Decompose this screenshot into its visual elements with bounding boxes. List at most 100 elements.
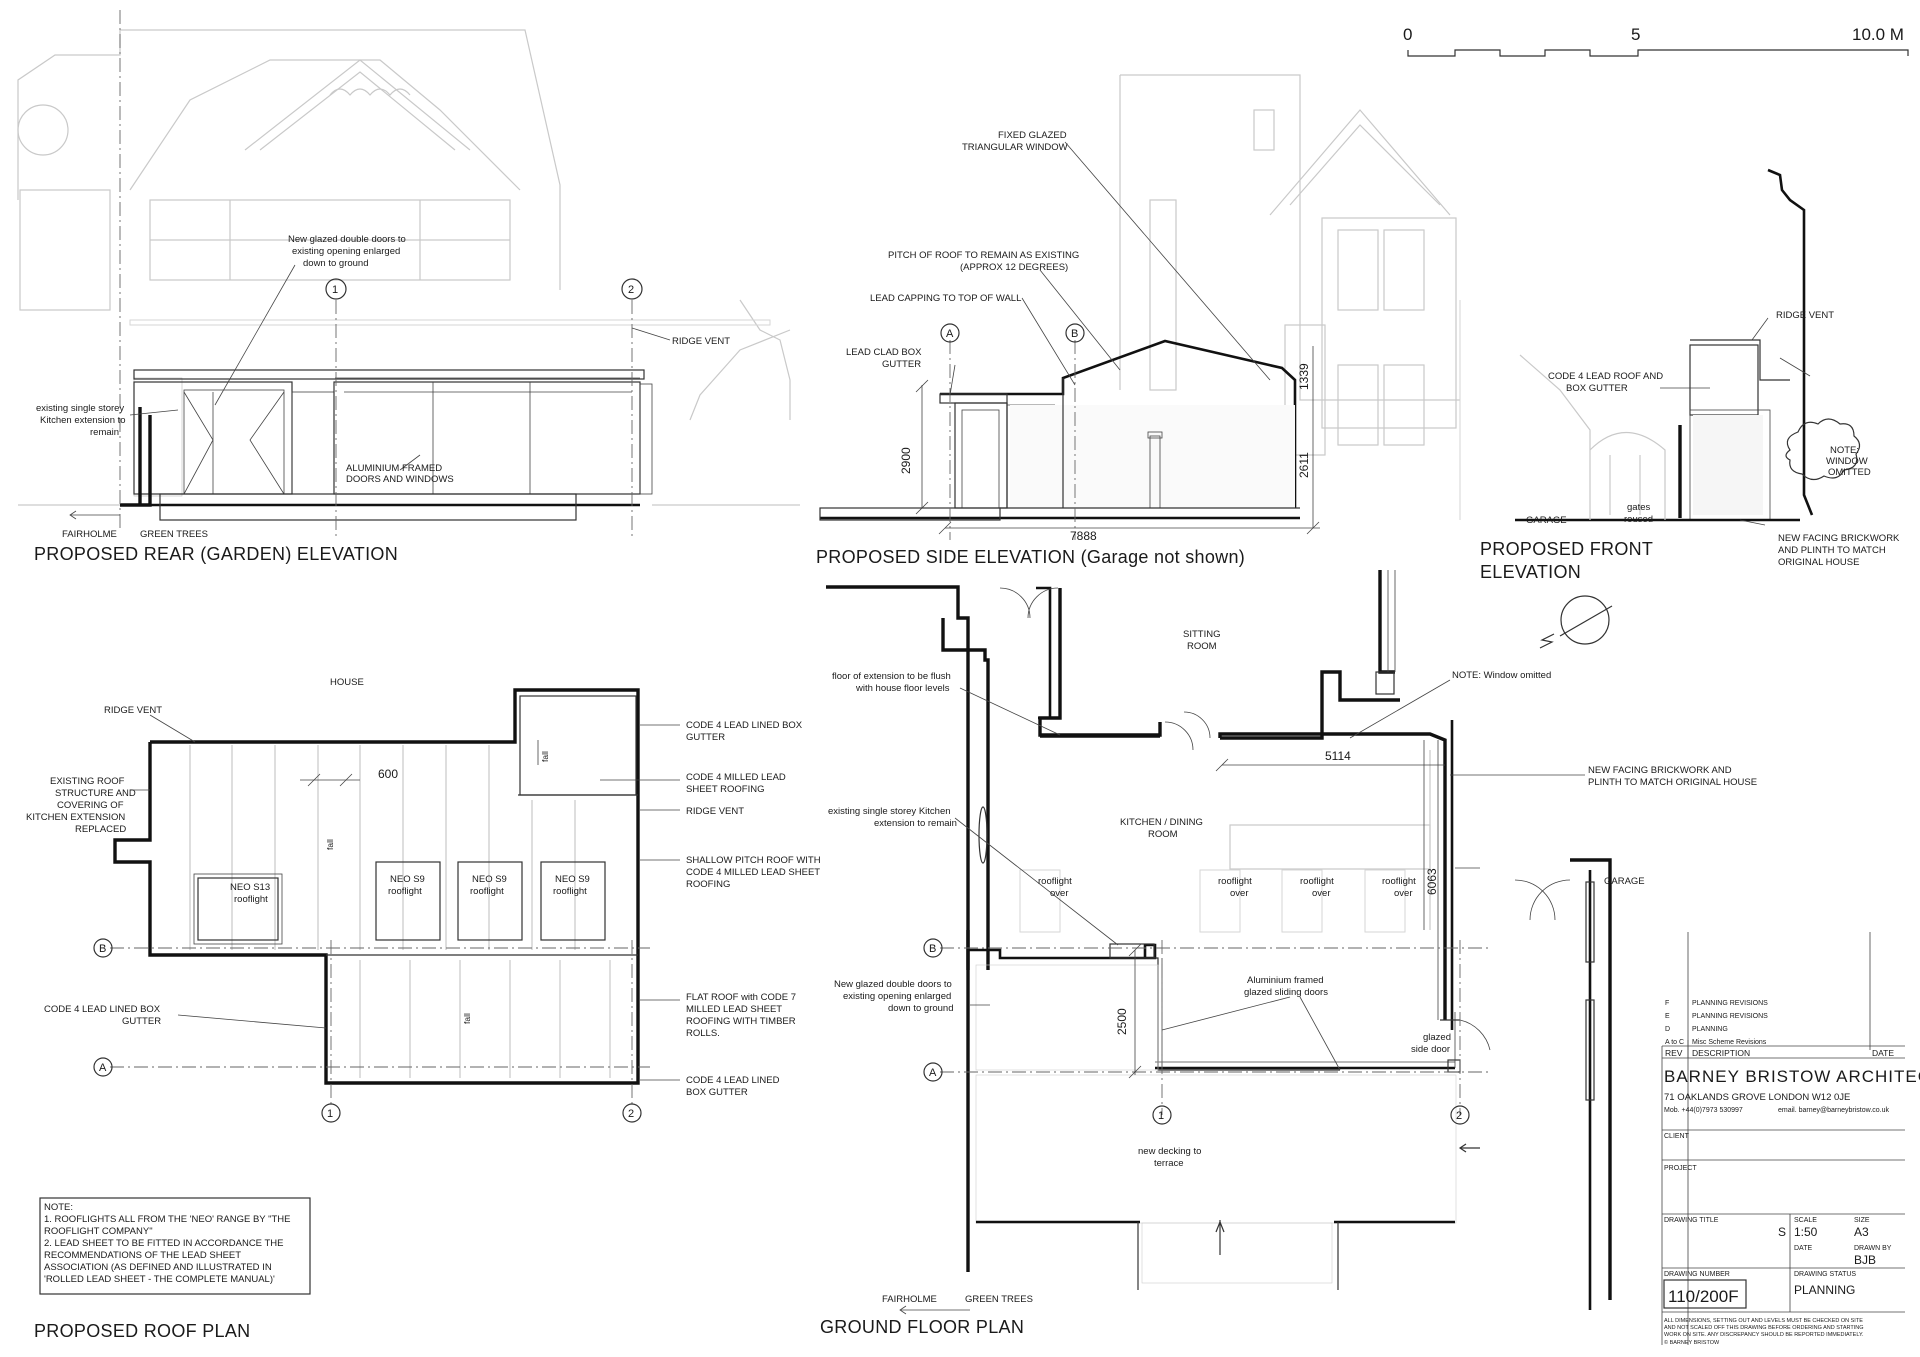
- front-note-brick-3: ORIGINAL HOUSE: [1778, 557, 1859, 568]
- plan-grid-bubble-A-label: A: [929, 1067, 937, 1079]
- roof-note-lined-1: CODE 4 LEAD LINED: [686, 1075, 780, 1086]
- plan-new-facing-1: NEW FACING BRICKWORK AND: [1588, 765, 1732, 776]
- plan-dim-6063: 6063: [1425, 868, 1439, 895]
- front-note-code4-1: CODE 4 LEAD ROOF AND: [1548, 371, 1663, 382]
- roof-note-flat-1: FLAT ROOF with CODE 7: [686, 992, 796, 1003]
- disclaimer-3: WORK ON SITE. ANY DISCREPANCY SHOULD BE …: [1664, 1332, 1864, 1338]
- size-label: SIZE: [1854, 1217, 1870, 1224]
- plan-rooflight-1-a: rooflight: [1038, 876, 1072, 887]
- plan-rooflight-4-b: over: [1394, 888, 1412, 899]
- roof-note-flat-2: MILLED LEAD SHEET: [686, 1004, 782, 1015]
- roof-note-existing-3: COVERING OF: [57, 800, 124, 811]
- roof-grid-bubble-2-label: 2: [628, 1108, 634, 1120]
- roof-grid-bubble-B-label: B: [99, 943, 106, 955]
- roof-note-code4-left-2: GUTTER: [122, 1016, 161, 1027]
- plan-glazed-side-2: side door: [1411, 1044, 1450, 1055]
- firm-email: email. barney@barneybristow.co.uk: [1778, 1107, 1889, 1114]
- roof-note-lined-2: BOX GUTTER: [686, 1087, 748, 1098]
- side-brick-field: [1010, 405, 1295, 508]
- rear-note-existing-3: remain: [90, 427, 119, 438]
- rev-E-desc: PLANNING REVISIONS: [1692, 1013, 1768, 1020]
- drawn-by-value: BJB: [1854, 1253, 1876, 1267]
- roof-grid-bubble-2: [622, 1103, 642, 1123]
- grid-bubble-B: [1065, 323, 1085, 343]
- scale-label-0: 0: [1403, 25, 1412, 44]
- disclaimer-1: ALL DIMENSIONS, SETTING OUT AND LEVELS M…: [1664, 1318, 1863, 1324]
- scale-label-5: 5: [1631, 25, 1640, 44]
- grid-bubble-B-label: B: [1071, 328, 1078, 340]
- drawing-number: 110/200F: [1668, 1287, 1739, 1306]
- roof-note-existing-1: EXISTING ROOF: [50, 776, 125, 787]
- roof-note-existing-2: STRUCTURE AND: [55, 788, 136, 799]
- grid-bubble-A-label: A: [946, 328, 954, 340]
- rear-note-doors-2: existing opening enlarged: [292, 246, 400, 257]
- roof-note-box-line-1: NOTE:: [44, 1202, 73, 1213]
- title-block: F PLANNING REVISIONS E PLANNING REVISION…: [1661, 932, 1920, 1346]
- rear-note-aluminium-1: ALUMINIUM FRAMED: [346, 463, 442, 474]
- firm-address: 71 OAKLANDS GROVE LONDON W12 0JE: [1664, 1092, 1850, 1103]
- roof-note-milled-2: SHEET ROOFING: [686, 784, 764, 795]
- rev-D-desc: PLANNING: [1692, 1026, 1728, 1033]
- side-note-fixed-1: FIXED GLAZED: [998, 130, 1067, 141]
- grid-bubble-1: [325, 278, 347, 300]
- plan-rooflight-1-b: over: [1050, 888, 1068, 899]
- front-note-brick-1: NEW FACING BRICKWORK: [1778, 533, 1900, 544]
- roof-note-flat-3: ROOFING WITH TIMBER: [686, 1016, 796, 1027]
- roof-grid-bubble-1: [321, 1103, 341, 1123]
- plan-note-window: NOTE: Window omitted: [1452, 670, 1551, 681]
- north-arrow: [1539, 595, 1613, 649]
- roof-note-shallow-2: CODE 4 MILLED LEAD SHEET: [686, 867, 820, 878]
- rev-E: E: [1665, 1013, 1670, 1020]
- rooflight-4-label: rooflight: [553, 886, 587, 897]
- ground-floor-plan-title: GROUND FLOOR PLAN: [820, 1317, 1024, 1337]
- plan-fairholme: FAIRHOLME: [882, 1294, 937, 1305]
- front-label-garage: GARAGE: [1526, 515, 1567, 526]
- roof-note-shallow-1: SHALLOW PITCH ROOF WITH: [686, 855, 821, 866]
- roof-note-flat-4: ROLLS.: [686, 1028, 720, 1039]
- roof-fall-3: fall: [462, 1013, 472, 1024]
- rooflight-3-label: rooflight: [470, 886, 504, 897]
- rear-label-fairholme: FAIRHOLME: [62, 529, 117, 540]
- ground-floor-plan: B A 1 2 5114 6063 2500 SITTING ROOM KITC…: [820, 570, 1757, 1337]
- plan-grid-bubble-1-label: 1: [1158, 1110, 1164, 1122]
- rear-label-green-trees: GREEN TREES: [140, 529, 208, 540]
- hdr-rev: REV: [1665, 1048, 1683, 1058]
- front-elevation-title-1: PROPOSED FRONT: [1480, 539, 1653, 559]
- roof-note-box-line-6: ASSOCIATION (AS DEFINED AND ILLUSTRATED …: [44, 1262, 272, 1273]
- drawn-by-label: DRAWN BY: [1854, 1245, 1892, 1252]
- rev-AC: A to C: [1665, 1039, 1684, 1046]
- plan-decking-1: new decking to: [1138, 1146, 1201, 1157]
- scale-value: 1:50: [1794, 1225, 1818, 1239]
- front-elevation-title-2: ELEVATION: [1480, 562, 1581, 582]
- grid-bubble-A: [940, 323, 960, 343]
- plan-dim-2500: 2500: [1115, 1008, 1129, 1035]
- plan-kitchen-1: KITCHEN / DINING: [1120, 817, 1203, 828]
- side-note-lead-clad-1: LEAD CLAD BOX: [846, 347, 922, 358]
- plan-grid-bubble-B-label: B: [929, 943, 936, 955]
- front-note-brick-2: AND PLINTH TO MATCH: [1778, 545, 1886, 556]
- side-elevation-title: PROPOSED SIDE ELEVATION (Garage not show…: [816, 547, 1245, 567]
- plan-new-doors-1: New glazed double doors to: [834, 979, 952, 990]
- front-note-code4-2: BOX GUTTER: [1566, 383, 1628, 394]
- front-brick: [1693, 415, 1763, 515]
- plan-rooflight-3-b: over: [1312, 888, 1330, 899]
- roof-note-milled-1: CODE 4 MILLED LEAD: [686, 772, 786, 783]
- copyright: © BARNEY BRISTOW: [1664, 1339, 1720, 1346]
- rear-note-doors-1: New glazed double doors to: [288, 234, 406, 245]
- rear-note-existing-1: existing single storey: [36, 403, 124, 414]
- plan-floor-note-1: floor of extension to be flush: [832, 671, 951, 682]
- plan-existing-2: extension to remain: [874, 818, 957, 829]
- plan-decking-2: terrace: [1154, 1158, 1184, 1169]
- front-elevation: RIDGE VENT CODE 4 LEAD ROOF AND BOX GUTT…: [1480, 168, 1900, 649]
- hdr-date: DATE: [1872, 1048, 1894, 1058]
- side-dim-1339: 1339: [1297, 363, 1311, 390]
- plan-garage: GARAGE: [1604, 876, 1645, 887]
- roof-house-label: HOUSE: [330, 677, 364, 688]
- rooflight-4-name: NEO S9: [555, 874, 590, 885]
- front-note-cloud-1: NOTE:: [1830, 445, 1859, 456]
- roof-note-box-line-7: 'ROLLED LEAD SHEET - THE COMPLETE MANUAL…: [44, 1274, 275, 1285]
- roof-note-ridge-right: RIDGE VENT: [686, 806, 744, 817]
- plan-rooflight-2-a: rooflight: [1218, 876, 1252, 887]
- front-note-ridge: RIDGE VENT: [1776, 310, 1834, 321]
- rooflight-3-name: NEO S9: [472, 874, 507, 885]
